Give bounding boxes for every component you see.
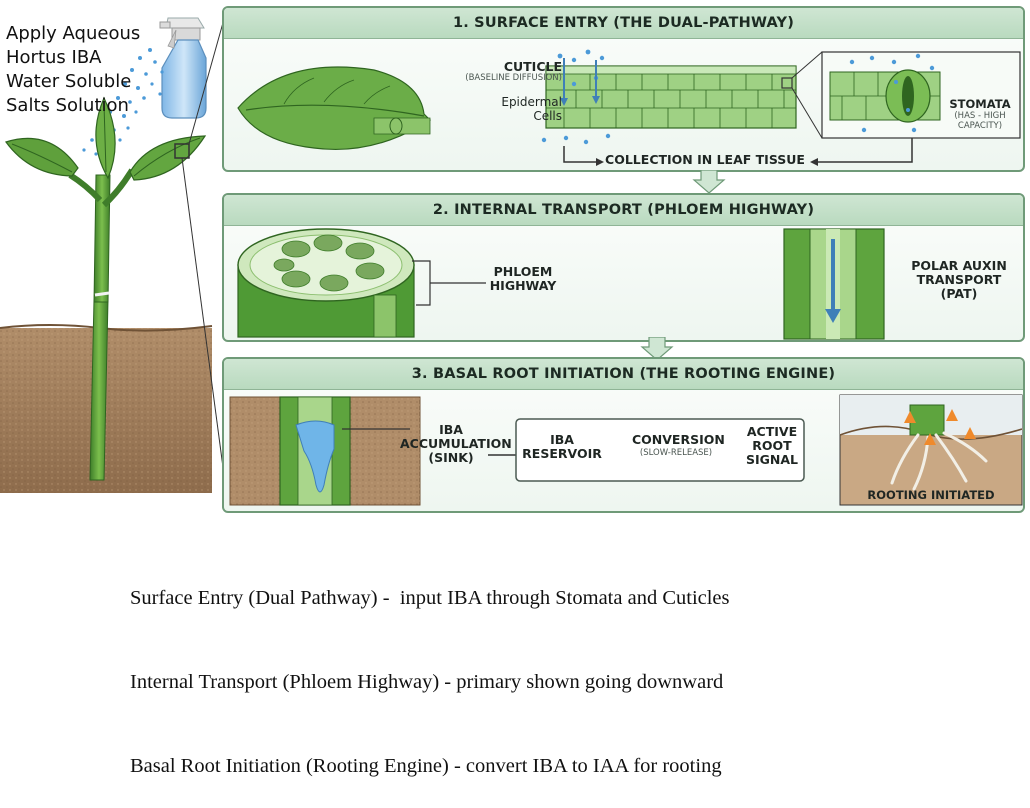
down-arrow-1 [692, 170, 726, 194]
panel-title: 2. INTERNAL TRANSPORT (PHLOEM HIGHWAY) [224, 195, 1023, 226]
spray-bottle [159, 17, 207, 119]
conversion-label: CONVERSION [632, 432, 725, 447]
spray-label-line: Water Soluble [6, 71, 132, 92]
panel-internal-transport: 2. INTERNAL TRANSPORT (PHLOEM HIGHWAY) P… [222, 193, 1025, 342]
leaf-segment [237, 66, 431, 151]
pipeline-box [515, 418, 805, 482]
panel-surface-entry: 1. SURFACE ENTRY (THE DUAL-PATHWAY) [222, 6, 1025, 172]
accumulation-label-line1: IBA [439, 422, 463, 437]
phloem-label-line2: HIGHWAY [489, 278, 557, 293]
spray-label-line: Salts Solution [6, 95, 129, 116]
plant-cutting [5, 96, 207, 481]
root-initiation-illustration [229, 394, 1023, 506]
signal-label-line1: ACTIVE [746, 424, 798, 439]
spray-instruction-label: Apply Aqueous Hortus IBA Water Soluble S… [6, 22, 171, 118]
rooting-initiated-label: ROOTING INITIATED [867, 488, 995, 502]
down-arrow-2 [640, 337, 674, 361]
signal-label-line3: SIGNAL [745, 452, 798, 467]
stem-longitudinal-section [783, 228, 885, 340]
pat-label-line2: TRANSPORT [916, 272, 1002, 287]
collection-label: COLLECTION IN LEAF TISSUE [605, 152, 805, 167]
rooting-inset [839, 394, 1023, 506]
panel-title: 1. SURFACE ENTRY (THE DUAL-PATHWAY) [224, 8, 1023, 39]
caption-block: Surface Entry (Dual Pathway) - input IBA… [130, 528, 1010, 808]
stomata-inset [821, 51, 1021, 139]
zoom-connector-lines [181, 11, 227, 491]
stomata-note-line2: CAPACITY) [957, 121, 1003, 131]
caption-line: Internal Transport (Phloem Highway) - pr… [130, 671, 724, 693]
pat-label-line1: POLAR AUXIN [911, 258, 1007, 273]
diagram-artwork [0, 11, 227, 493]
pat-label-line3: (PAT) [940, 286, 978, 301]
spray-label-line: Apply Aqueous [6, 23, 141, 44]
phloem-label-line1: PHLOEM [493, 264, 553, 279]
accumulation-label-line2: ACCUMULATION [400, 436, 512, 451]
panel-title: 3. BASAL ROOT INITIATION (THE ROOTING EN… [224, 359, 1023, 390]
reservoir-label-line2: RESERVOIR [522, 446, 602, 461]
conversion-note: (SLOW-RELEASE) [639, 448, 713, 458]
spray-label-line: Hortus IBA [6, 47, 102, 68]
stomata-label: STOMATA [949, 97, 1011, 111]
stomata-note-line1: (HAS - HIGH [954, 111, 1006, 121]
caption-line: Basal Root Initiation (Rooting Engine) -… [130, 755, 722, 777]
stem-cross-section [237, 228, 486, 338]
surface-entry-illustration [237, 49, 1021, 166]
signal-label-line2: ROOT [752, 438, 792, 453]
cell-band [541, 49, 913, 166]
cuticle-note: (BASELINE DIFFUSION) [465, 73, 562, 83]
caption-line: Surface Entry (Dual Pathway) - input IBA… [130, 587, 730, 609]
epidermal-label-line2: Cells [533, 109, 562, 123]
epidermal-label-line1: Epidermal [501, 95, 562, 109]
cutting-base [229, 396, 421, 506]
internal-transport-illustration [237, 228, 885, 340]
reservoir-label-line1: IBA [550, 432, 574, 447]
panel-basal-root-initiation: 3. BASAL ROOT INITIATION (THE ROOTING EN… [222, 357, 1025, 513]
accumulation-label-line3: (SINK) [428, 450, 474, 465]
cuticle-label: CUTICLE [503, 59, 562, 74]
